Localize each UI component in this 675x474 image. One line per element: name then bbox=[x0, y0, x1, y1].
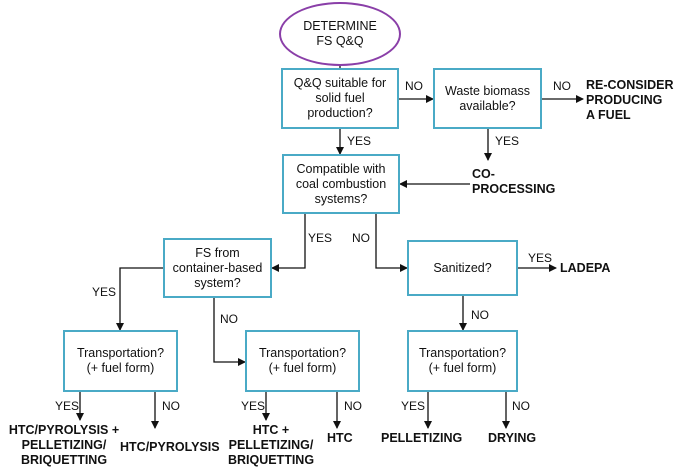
label-container-yes: YES bbox=[92, 285, 117, 299]
label-sanitized-yes: YES bbox=[528, 251, 553, 265]
label-coal-no: NO bbox=[352, 231, 370, 245]
label-coal-yes: YES bbox=[308, 231, 333, 245]
label-waste-yes: YES bbox=[495, 134, 520, 148]
outcome-ladepa: LADEPA bbox=[560, 261, 611, 275]
label-t1-yes: YES bbox=[55, 399, 80, 413]
arrow-coal-to-container bbox=[271, 214, 306, 272]
outcome-htc-pyrolysis-pelletizing: HTC/PYROLYSIS + PELLETIZING/ BRIQUETTING bbox=[8, 423, 120, 467]
label-sanitized-no: NO bbox=[471, 308, 489, 322]
decision-transportation-3: Transportation? (+ fuel form) bbox=[407, 330, 518, 392]
decision-waste-biomass: Waste biomass available? bbox=[433, 68, 542, 129]
outcome-htc-pyrolysis: HTC/PYROLYSIS bbox=[120, 440, 220, 454]
decision-container-based: FS from container-based system? bbox=[163, 238, 272, 298]
outcome-pelletizing: PELLETIZING bbox=[381, 431, 463, 445]
label-waste-no: NO bbox=[553, 79, 571, 93]
label-qq-no: NO bbox=[405, 79, 423, 93]
outcome-htc: HTC bbox=[327, 431, 353, 445]
label-qq-yes: YES bbox=[347, 134, 372, 148]
outcome-co-processing: CO- PROCESSING bbox=[472, 167, 556, 196]
decision-coal-compatible: Compatible with coal combustion systems? bbox=[282, 154, 400, 214]
start-node: DETERMINE FS Q&Q bbox=[279, 2, 401, 66]
label-t2-yes: YES bbox=[241, 399, 266, 413]
arrow-container-to-transport2 bbox=[213, 298, 246, 366]
label-t1-no: NO bbox=[162, 399, 180, 413]
label-container-no: NO bbox=[220, 312, 238, 326]
outcome-drying: DRYING bbox=[488, 431, 537, 445]
decision-qq-suitable: Q&Q suitable for solid fuel production? bbox=[281, 68, 399, 129]
arrow-container-to-transport1 bbox=[116, 267, 163, 331]
label-t3-yes: YES bbox=[401, 399, 426, 413]
label-t3-no: NO bbox=[512, 399, 530, 413]
label-t2-no: NO bbox=[344, 399, 362, 413]
outcome-htc-pelletizing: HTC + PELLETIZING/ BRIQUETTING bbox=[227, 423, 315, 467]
decision-transportation-1: Transportation? (+ fuel form) bbox=[63, 330, 178, 392]
outcome-reconsider: RE-CONSIDER PRODUCING A FUEL bbox=[586, 78, 674, 122]
arrow-coal-to-sanitized bbox=[375, 214, 408, 272]
decision-sanitized: Sanitized? bbox=[407, 240, 518, 296]
decision-transportation-2: Transportation? (+ fuel form) bbox=[245, 330, 360, 392]
